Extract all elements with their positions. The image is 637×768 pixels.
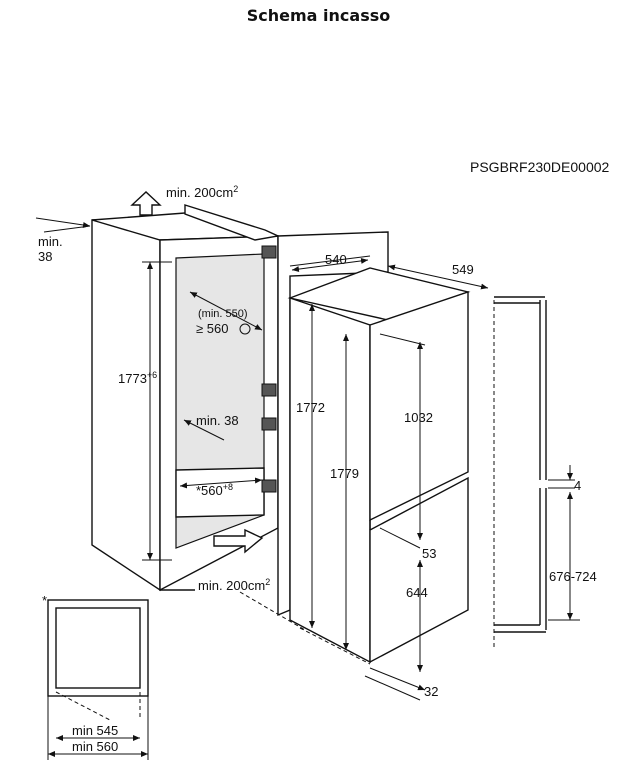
hinge-group	[261, 245, 277, 493]
gap-53-label: 53	[422, 546, 436, 561]
smiley-icon	[239, 323, 251, 335]
appliance	[287, 267, 471, 664]
hinge-icon	[261, 479, 277, 493]
hinge-icon	[261, 245, 277, 259]
range-676-724-label: 676-724	[549, 569, 597, 584]
min38-top-label-a: min.	[38, 234, 63, 249]
height-1779-label: 1779	[330, 466, 359, 481]
depth-549-label: 549	[452, 262, 474, 277]
niche-width-label: *560+8	[196, 482, 233, 498]
min38-top-label-b: 38	[38, 249, 52, 264]
model-code: PSGBRF230DE00002	[470, 159, 610, 175]
width-540-label: 540	[325, 252, 347, 267]
page-title: Schema incasso	[246, 6, 391, 25]
air-flow-bottom-arrow-icon	[213, 528, 264, 554]
niche-height-label: 1773+6	[118, 370, 157, 386]
min38-side-label: min. 38	[196, 413, 239, 428]
min545-label: min 545	[72, 723, 118, 738]
air-top-label: min. 200cm2	[166, 184, 238, 200]
min560-label: min 560	[72, 739, 118, 754]
hinge-icon	[261, 417, 277, 431]
star-note: *	[42, 593, 47, 608]
air-flow-top-arrow-icon	[130, 191, 162, 216]
height-1772-label: 1772	[296, 400, 325, 415]
lower-door-label: 644	[406, 585, 428, 600]
air-bottom-label: min. 200cm2	[198, 577, 270, 593]
gap-4-label: 4	[574, 478, 581, 493]
niche-depth-min-label: (min. 550)	[198, 308, 248, 320]
hinge-icon	[261, 383, 277, 397]
bottom-32-label: 32	[424, 684, 438, 699]
top-view: *	[42, 593, 149, 760]
side-profile	[493, 296, 547, 650]
niche-depth-label: ≥ 560	[196, 321, 228, 336]
upper-door-label: 1032	[404, 410, 433, 425]
